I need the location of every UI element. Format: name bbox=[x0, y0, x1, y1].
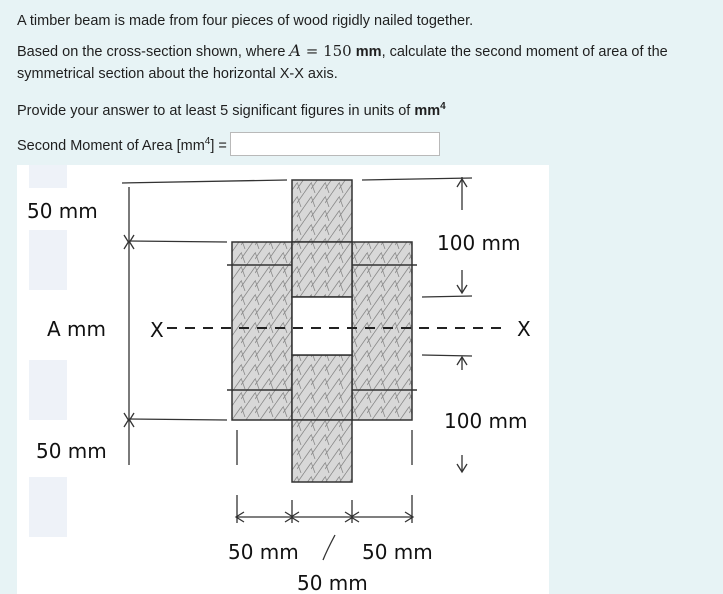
question-body: Based on the cross-section shown, where … bbox=[17, 40, 707, 85]
label-top-left: 50 mm bbox=[27, 199, 98, 223]
label-mid-left: A mm bbox=[47, 317, 106, 341]
precision-text: Provide your answer to at least 5 signif… bbox=[17, 102, 415, 119]
answer-label-pre: Second Moment of Area [mm bbox=[17, 137, 205, 154]
hollow-core bbox=[291, 296, 353, 356]
answer-label: Second Moment of Area [mm4] = bbox=[17, 131, 227, 157]
answer-label-post: ] = bbox=[210, 137, 227, 154]
right-dimensions bbox=[361, 177, 473, 474]
question-body-post: , calculate the second moment of area of… bbox=[17, 44, 668, 82]
precision-instruction: Provide your answer to at least 5 signif… bbox=[17, 96, 446, 122]
answer-input[interactable] bbox=[229, 131, 440, 156]
answer-row: Second Moment of Area [mm4] = bbox=[17, 131, 440, 157]
value-a: 150 bbox=[323, 42, 352, 60]
answer-label-exp: 4 bbox=[204, 136, 211, 147]
timber-right-piece bbox=[351, 241, 413, 421]
question-body-pre: Based on the cross-section shown, where bbox=[17, 44, 290, 60]
label-bottom-b: 50 mm bbox=[362, 540, 433, 564]
nails bbox=[227, 264, 417, 391]
precision-unit-exp: 4 bbox=[440, 101, 446, 112]
axis-label-right: X bbox=[517, 317, 531, 341]
timber-middle-pieces bbox=[291, 241, 353, 421]
equals-sign: = bbox=[300, 42, 324, 60]
precision-unit: mm4 bbox=[414, 101, 446, 119]
label-top-right: 100 mm bbox=[437, 231, 521, 255]
label-bottom-a: 50 mm bbox=[228, 540, 299, 564]
bottom-dimensions bbox=[234, 430, 415, 561]
precision-unit-base: mm bbox=[414, 102, 441, 119]
timber-left-piece bbox=[231, 241, 293, 421]
variable-a: A bbox=[289, 41, 301, 60]
timber-top-piece bbox=[291, 179, 353, 243]
label-bottom-right: 100 mm bbox=[444, 409, 528, 433]
label-bottom-left: 50 mm bbox=[36, 439, 107, 463]
left-dimensions bbox=[121, 179, 288, 465]
unit-a: mm bbox=[351, 44, 382, 60]
cross-section-figure: 50 mm A mm 50 mm 100 mm 100 mm X X 50 mm… bbox=[17, 165, 549, 594]
question-intro: A timber beam is made from four pieces o… bbox=[17, 13, 474, 29]
timber-bottom-piece bbox=[291, 419, 353, 483]
cross-section-diagram: 50 mm A mm 50 mm 100 mm 100 mm X X 50 mm… bbox=[27, 165, 531, 594]
label-bottom-c: 50 mm bbox=[297, 571, 368, 594]
axis-label-left: X bbox=[150, 318, 164, 342]
